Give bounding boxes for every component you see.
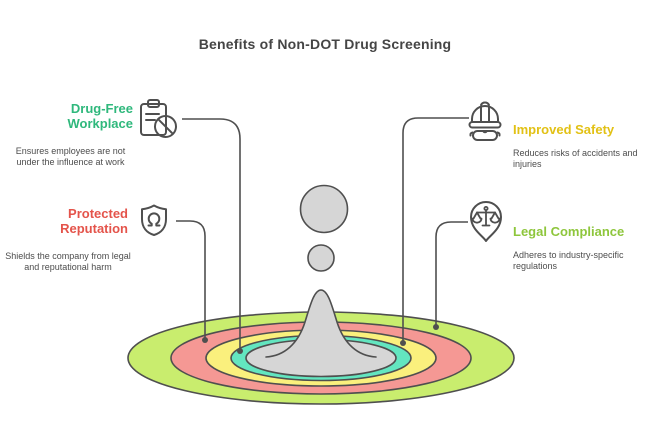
callout-description-legal-compliance: Adheres to industry-specific regulations bbox=[513, 250, 624, 271]
shield-person-icon bbox=[137, 203, 171, 237]
splash-column-outline bbox=[265, 289, 377, 358]
connector-legal-compliance bbox=[435, 221, 468, 325]
callout-heading-protected-reputation: Protected Reputation bbox=[60, 206, 128, 236]
callout-heading-improved-safety: Improved Safety bbox=[513, 122, 615, 137]
connector-dot-protected-reputation bbox=[202, 337, 208, 343]
callout-heading-legal-compliance: Legal Compliance bbox=[513, 224, 625, 239]
connector-protected-reputation bbox=[176, 220, 206, 338]
connector-dot-legal-compliance bbox=[433, 324, 439, 330]
connector-dot-improved-safety bbox=[400, 340, 406, 346]
splash-droplet-large bbox=[299, 184, 349, 234]
page-title: Benefits of Non-DOT Drug Screening bbox=[198, 36, 452, 52]
scales-pin-icon bbox=[468, 201, 504, 243]
connector-drug-free bbox=[182, 118, 241, 349]
splash-droplet-small bbox=[307, 244, 335, 272]
hard-hat-icon bbox=[468, 98, 502, 142]
callout-heading-drug-free-workplace: Drug-Free Workplace bbox=[67, 101, 133, 131]
connector-improved-safety bbox=[402, 117, 469, 341]
callout-description-drug-free-workplace: Ensures employees are not under the infl… bbox=[15, 146, 126, 167]
callout-description-protected-reputation: Shields the company from legal and reput… bbox=[5, 251, 131, 272]
clipboard-prohibition-icon bbox=[136, 97, 180, 141]
callout-description-improved-safety: Reduces risks of accidents and injuries bbox=[513, 148, 638, 169]
connector-dot-drug-free bbox=[237, 348, 243, 354]
splash-column-fill bbox=[266, 290, 376, 367]
